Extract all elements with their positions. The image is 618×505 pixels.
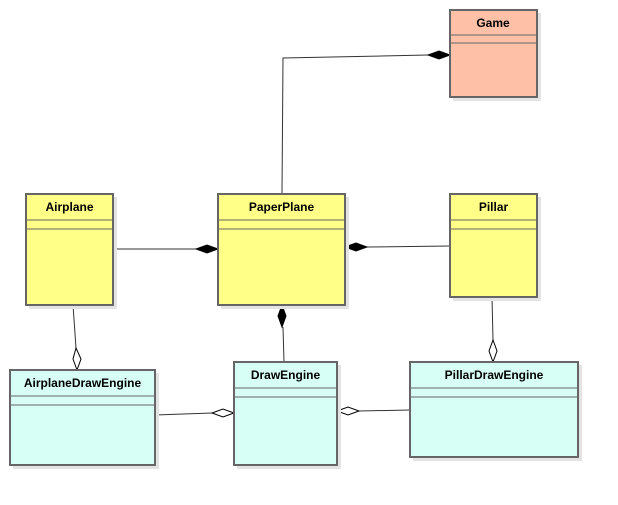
- class-airplane[interactable]: Airplane: [25, 193, 117, 309]
- class-draw-engine[interactable]: DrawEngine: [233, 361, 341, 469]
- class-airplane-draw-engine[interactable]: AirplaneDrawEngine: [9, 369, 159, 469]
- aggregation-diamond-airplane: [72, 346, 82, 372]
- class-pillar-draw-engine-box: [409, 361, 579, 458]
- class-game-box: [449, 9, 538, 98]
- class-paperplane-box: [217, 193, 346, 306]
- class-airplane-box: [25, 193, 114, 306]
- composition-diamond-airplane: [194, 244, 220, 254]
- relation-airplane-paperplane[interactable]: [113, 244, 220, 254]
- relation-airplanedrawengine-drawengine[interactable]: [154, 408, 236, 418]
- class-pillar[interactable]: Pillar: [449, 193, 541, 301]
- composition-diamond-pillar: [343, 242, 369, 252]
- class-airplane-name: Airplane: [45, 200, 93, 214]
- class-game[interactable]: Game: [449, 9, 541, 101]
- class-pillar-box: [449, 193, 538, 298]
- class-paperplane[interactable]: PaperPlane: [217, 193, 349, 309]
- aggregation-diamond-pillar: [488, 338, 498, 364]
- composition-diamond-drawengine: [277, 303, 287, 329]
- class-pillar-draw-engine[interactable]: PillarDrawEngine: [409, 361, 582, 461]
- class-draw-engine-box: [233, 361, 338, 466]
- relation-drawengine-paperplane[interactable]: [277, 303, 287, 363]
- aggregation-diamond-drawengine-left: [210, 408, 236, 418]
- class-pillar-draw-engine-name: PillarDrawEngine: [445, 368, 544, 382]
- relation-paperplane-game[interactable]: [281, 50, 452, 194]
- relation-pillar-paperplane[interactable]: [343, 242, 451, 252]
- class-pillar-name: Pillar: [479, 200, 509, 214]
- composition-diamond-game: [426, 50, 452, 60]
- class-airplane-draw-engine-box: [9, 369, 156, 466]
- class-game-name: Game: [476, 16, 510, 30]
- relation-pillardrawengine-pillar[interactable]: [488, 296, 498, 364]
- aggregation-diamond-drawengine-right: [335, 406, 361, 416]
- class-airplane-draw-engine-name: AirplaneDrawEngine: [24, 376, 142, 390]
- relation-pillardrawengine-drawengine[interactable]: [335, 406, 411, 416]
- class-draw-engine-name: DrawEngine: [251, 368, 321, 382]
- relation-airplanedrawengine-airplane[interactable]: [72, 304, 82, 372]
- class-paperplane-name: PaperPlane: [249, 200, 315, 214]
